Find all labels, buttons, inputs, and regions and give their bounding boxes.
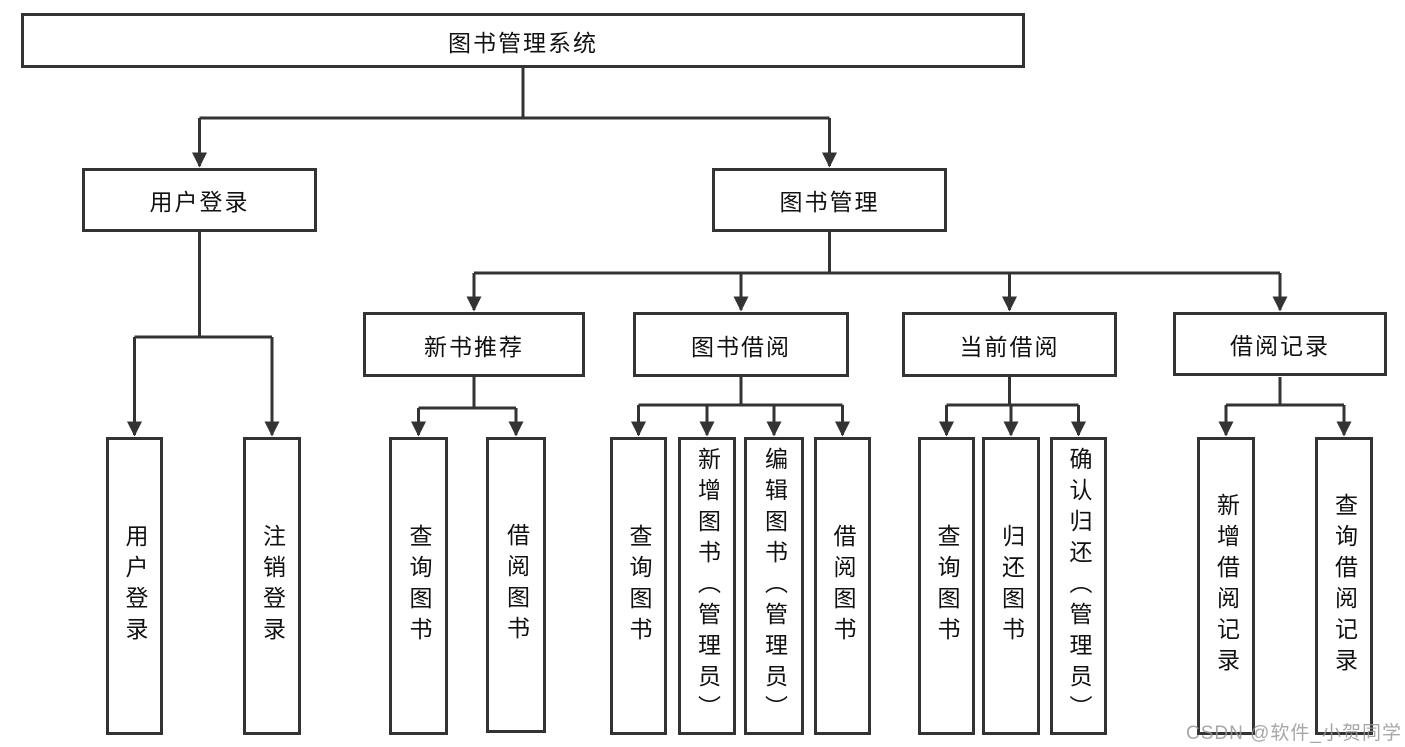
leaf-label: 查询图书 — [934, 524, 960, 648]
leaf-label: 确认归还（管理员） — [1066, 446, 1092, 726]
leaf-user-login: 用户登录 — [106, 437, 163, 735]
node-book-management: 图书管理 — [712, 168, 947, 232]
leaf-label: 查询图书 — [406, 524, 432, 648]
leaf-label: 查询借阅记录 — [1331, 493, 1358, 679]
leaf-query-books-borrow: 查询图书 — [610, 437, 667, 735]
leaf-edit-books-admin: 编辑图书（管理员） — [744, 437, 804, 735]
node-user-login: 用户登录 — [82, 168, 317, 232]
leaf-add-books-admin: 新增图书（管理员） — [678, 437, 736, 735]
leaf-label: 查询图书 — [626, 524, 652, 648]
node-current-borrow: 当前借阅 — [902, 312, 1117, 377]
leaf-label: 归还图书 — [998, 524, 1025, 648]
leaf-query-books-current: 查询图书 — [918, 437, 975, 735]
leaf-label: 注销登录 — [259, 524, 286, 648]
leaf-logout: 注销登录 — [243, 437, 301, 735]
csdn-watermark: CSDN @软件_小贺同学 — [1186, 723, 1402, 744]
leaf-query-books-recommend: 查询图书 — [389, 437, 448, 735]
node-new-book-recommend: 新书推荐 — [363, 312, 585, 377]
leaf-query-borrow-record: 查询借阅记录 — [1315, 437, 1373, 735]
leaf-borrow-books-recommend: 借阅图书 — [486, 437, 546, 733]
node-book-borrow: 图书借阅 — [633, 312, 849, 377]
leaf-return-books: 归还图书 — [982, 437, 1040, 735]
leaf-borrow-books: 借阅图书 — [814, 437, 871, 735]
leaf-label: 新增借阅记录 — [1213, 493, 1240, 679]
leaf-label: 用户登录 — [122, 524, 148, 648]
leaf-add-borrow-record: 新增借阅记录 — [1197, 437, 1255, 735]
node-borrow-records: 借阅记录 — [1173, 312, 1387, 376]
leaf-label: 借阅图书 — [830, 524, 856, 648]
leaf-label: 编辑图书（管理员） — [761, 446, 788, 726]
leaf-label: 借阅图书 — [503, 523, 530, 647]
leaf-label: 新增图书（管理员） — [694, 446, 721, 726]
leaf-confirm-return-admin: 确认归还（管理员） — [1050, 437, 1107, 735]
node-root: 图书管理系统 — [21, 13, 1025, 68]
